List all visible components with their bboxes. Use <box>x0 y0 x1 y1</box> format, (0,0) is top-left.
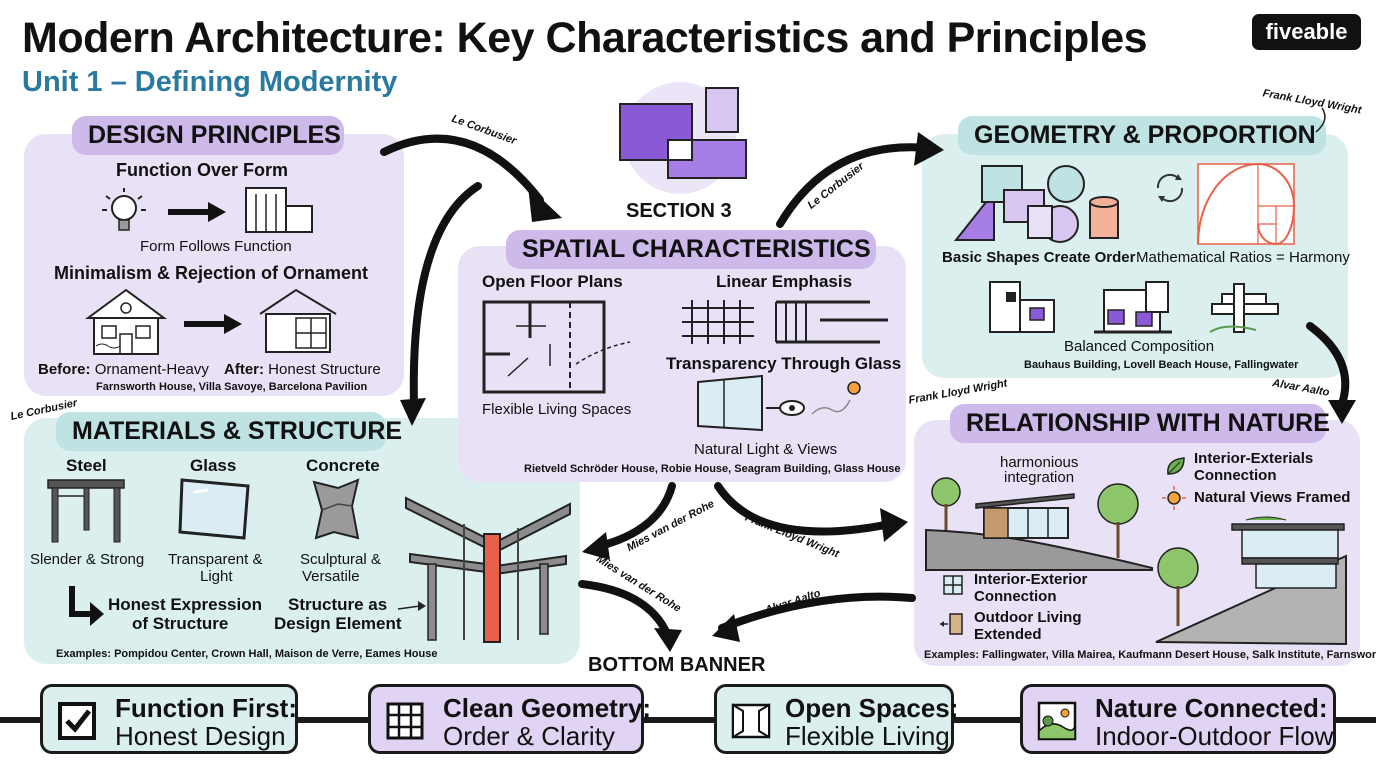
steel-column-icon <box>405 496 571 643</box>
modern-house-icon <box>259 288 337 353</box>
landscape-icon <box>1037 701 1077 741</box>
nature-examples: Examples: Fallingwater, Villa Mairea, Ka… <box>924 649 1376 661</box>
banner-2-line1: Clean Geometry: <box>443 693 652 723</box>
balanced-caption: Balanced Composition <box>1064 338 1215 355</box>
before-label: Before: <box>38 361 91 378</box>
ornate-house-icon <box>84 288 168 355</box>
outdoor-1: Outdoor Living <box>974 609 1082 626</box>
banner-4-line1: Nature Connected: <box>1095 693 1328 723</box>
bottom-banner-label: BOTTOM BANNER <box>588 654 766 676</box>
page-subtitle: Unit 1 – Defining Modernity <box>22 66 398 98</box>
after-text: After: Honest Structure <box>224 361 381 378</box>
banner-3-line2: Flexible Living <box>785 721 950 751</box>
lightbulb-icon <box>102 188 146 231</box>
concrete-desc-2: Versatile <box>302 568 360 585</box>
golden-ratio-icon <box>1197 162 1296 246</box>
arrow-right-icon-2 <box>184 314 242 334</box>
harmonious-1: harmonious <box>1000 454 1079 471</box>
concrete-heading: Concrete <box>306 456 380 475</box>
door-icon <box>940 613 963 635</box>
open-room-icon <box>731 703 771 739</box>
grid-icon <box>386 702 424 740</box>
natural-light-caption: Natural Light & Views <box>694 441 838 458</box>
banner-open-spaces[interactable]: Open Spaces: Flexible Living <box>714 684 958 754</box>
section-squares-icon <box>619 82 747 194</box>
banner-clean-geometry[interactable]: Clean Geometry: Order & Clarity <box>368 684 651 754</box>
glass-pane-icon <box>178 478 250 540</box>
interior-exterials-2: Connection <box>1194 467 1277 484</box>
ratios-caption: Mathematical Ratios = Harmony <box>1136 249 1350 266</box>
nature-title: RELATIONSHIP WITH NATURE <box>950 404 1330 443</box>
honest-line-1: Honest Expression <box>108 595 262 614</box>
design-principles-examples: Farnsworth House, Villa Savoye, Barcelon… <box>96 381 368 393</box>
transparency-heading: Transparency Through Glass <box>666 354 902 373</box>
glass-heading: Glass <box>190 456 237 475</box>
banner-function-first[interactable]: Function First: Honest Design <box>40 684 298 754</box>
structure-line-2: Design Element <box>274 614 402 633</box>
materials-examples: Examples: Pompidou Center, Crown Hall, M… <box>56 648 438 660</box>
spatial-examples: Rietveld Schröder House, Robie House, Se… <box>524 463 901 475</box>
design-principles-panel <box>24 134 404 396</box>
banner-nature-connected[interactable]: Nature Connected: Indoor-Outdoor Flow <box>1020 684 1336 754</box>
glass-desc-1: Transparent & <box>168 551 263 568</box>
sun-icon <box>1162 486 1186 510</box>
outdoor-2: Extended <box>974 626 1042 643</box>
hillside-house-icon <box>1155 516 1347 646</box>
harmonious-2: integration <box>1004 469 1075 486</box>
after-value: Honest Structure <box>268 361 381 378</box>
banner-2-line2: Order & Clarity <box>443 721 615 751</box>
banner-1-line1: Function First: <box>115 693 297 723</box>
page-title: Modern Architecture: Key Characteristics… <box>22 14 1148 62</box>
flexible-caption: Flexible Living Spaces <box>482 401 632 418</box>
buildings-row-icon <box>989 281 1279 334</box>
section-label: SECTION 3 <box>626 200 732 222</box>
window-eye-icon <box>697 374 861 432</box>
concrete-sculpture-icon <box>312 478 360 540</box>
floor-plan-icon <box>482 300 631 394</box>
steel-frame-icon <box>47 479 125 543</box>
banner-1-line2: Honest Design <box>115 721 286 751</box>
geometry-title: GEOMETRY & PROPORTION <box>958 116 1326 155</box>
checkbox-icon <box>58 702 96 740</box>
spatial-title: SPATIAL CHARACTERISTICS <box>506 230 876 269</box>
linear-heading: Linear Emphasis <box>716 272 853 291</box>
glass-desc-2: Light <box>200 568 233 585</box>
basic-shapes-caption: Basic Shapes Create Order <box>942 249 1136 266</box>
spatial-panel <box>458 246 906 482</box>
small-arrow-icon <box>397 601 426 611</box>
banner-3-line1: Open Spaces: <box>785 693 959 723</box>
before-text: Before: Ornament-Heavy <box>38 361 209 378</box>
fiveable-logo[interactable]: fiveable <box>1252 14 1361 50</box>
steel-heading: Steel <box>66 456 107 475</box>
before-value: Ornament-Heavy <box>94 361 209 378</box>
interior-exterior-1: Interior-Exterior <box>974 571 1088 588</box>
bend-arrow-icon <box>69 586 104 626</box>
natural-views: Natural Views Framed <box>1194 489 1351 506</box>
materials-title: MATERIALS & STRUCTURE <box>56 412 402 451</box>
honest-line-2: of Structure <box>132 614 229 633</box>
building-icon <box>245 187 313 233</box>
banner-4-line2: Indoor-Outdoor Flow <box>1095 721 1334 751</box>
concrete-desc-1: Sculptural & <box>300 551 381 568</box>
minimalism-heading: Minimalism & Rejection of Ornament <box>54 263 369 283</box>
function-heading: Function Over Form <box>116 160 289 180</box>
arrow-right-icon <box>168 202 226 222</box>
interior-exterior-2: Connection <box>974 588 1057 605</box>
design-principles-title: DESIGN PRINCIPLES <box>72 116 344 155</box>
geometry-examples: Bauhaus Building, Lovell Beach House, Fa… <box>1024 359 1299 371</box>
banner-line <box>0 717 1376 723</box>
after-label: After: <box>224 361 264 378</box>
leaf-icon <box>1167 457 1185 475</box>
steel-desc: Slender & Strong <box>30 551 145 568</box>
basic-shapes-icon <box>953 165 1119 243</box>
linear-grid-icon <box>682 300 888 344</box>
window-grid-icon <box>943 575 963 595</box>
open-floor-heading: Open Floor Plans <box>482 272 623 291</box>
structure-line-1: Structure as <box>288 595 388 614</box>
house-landscape-icon <box>925 477 1153 571</box>
cycle-icon <box>1156 173 1184 203</box>
interior-exterials-1: Interior-Exterials <box>1194 450 1314 467</box>
function-caption: Form Follows Function <box>140 238 292 255</box>
